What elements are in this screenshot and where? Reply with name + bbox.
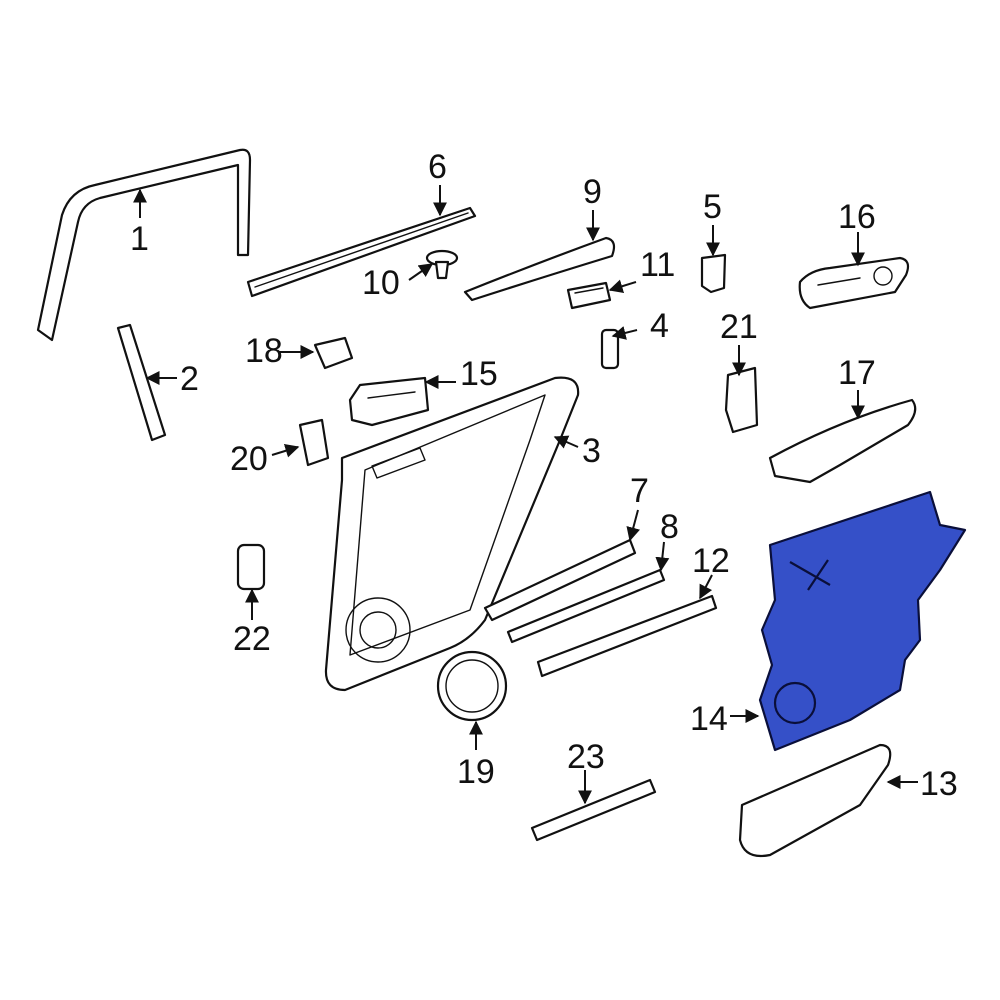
callout-16: 16 xyxy=(838,198,876,236)
callout-9: 9 xyxy=(583,173,602,211)
callout-11: 11 xyxy=(640,246,675,284)
part-2-pillar-trim[interactable] xyxy=(116,323,167,442)
callout-18: 18 xyxy=(245,332,283,370)
part-12-strip[interactable] xyxy=(536,594,718,678)
callout-4: 4 xyxy=(650,307,669,345)
callout-10: 10 xyxy=(362,264,400,302)
leader-lines xyxy=(133,185,918,805)
part-21-bracket[interactable] xyxy=(724,366,759,434)
part-17-armrest[interactable] xyxy=(768,398,917,484)
part-8-strip[interactable] xyxy=(506,568,666,644)
callout-7: 7 xyxy=(630,472,649,510)
callout-6: 6 xyxy=(428,148,447,186)
part-20-switch[interactable] xyxy=(298,418,330,467)
callout-14: 14 xyxy=(690,700,728,738)
part-10-clip[interactable] xyxy=(425,249,459,280)
callout-3: 3 xyxy=(582,432,601,470)
part-5-lock-knob[interactable] xyxy=(700,253,727,294)
part-7-strip[interactable] xyxy=(483,538,637,622)
callout-23: 23 xyxy=(567,738,605,776)
callout-17: 17 xyxy=(838,354,876,392)
part-19-speaker-ring[interactable] xyxy=(436,650,508,722)
callout-8: 8 xyxy=(660,508,679,546)
part-14-insulator-panel[interactable] xyxy=(758,490,967,752)
callout-19: 19 xyxy=(457,753,495,791)
part-15-handle-bezel[interactable] xyxy=(348,376,430,427)
part-6-belt-molding[interactable] xyxy=(246,206,477,298)
callout-22: 22 xyxy=(233,620,271,658)
callout-1: 1 xyxy=(130,220,149,258)
part-11-bracket[interactable] xyxy=(566,281,612,310)
part-9-inner-belt-strip[interactable] xyxy=(463,236,616,302)
callout-20: 20 xyxy=(230,440,268,478)
part-1-window-seal[interactable] xyxy=(36,148,252,342)
callout-15: 15 xyxy=(460,355,498,393)
part-13-lower-trim[interactable] xyxy=(738,743,892,858)
callout-5: 5 xyxy=(703,188,722,226)
part-16-inside-handle[interactable] xyxy=(798,256,910,310)
part-23-strip[interactable] xyxy=(530,778,657,842)
callout-2: 2 xyxy=(180,360,199,398)
part-3-door-trim-panel[interactable] xyxy=(324,376,580,692)
part-18-cover[interactable] xyxy=(313,336,354,370)
callout-13: 13 xyxy=(920,765,958,803)
callout-labels: 1 2 3 4 5 6 7 8 9 10 11 12 13 14 15 16 1… xyxy=(130,148,958,803)
part-22-switch-bezel[interactable] xyxy=(236,543,266,591)
callout-12: 12 xyxy=(692,542,730,580)
callout-21: 21 xyxy=(720,308,758,346)
